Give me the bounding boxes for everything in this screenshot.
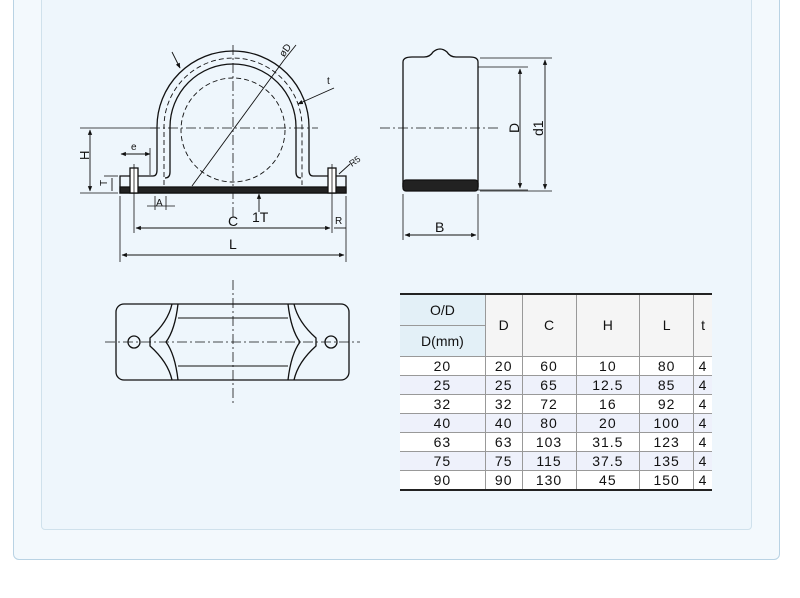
table-cell: 90 <box>400 469 486 490</box>
table-cell: 20 <box>400 355 486 375</box>
table-cell: 150 <box>639 469 694 490</box>
table-cell: 4 <box>693 431 712 451</box>
table-cell: 100 <box>639 412 694 432</box>
table-cell: 80 <box>639 355 694 375</box>
col-header-l: L <box>639 294 694 356</box>
table-cell: 123 <box>639 431 694 451</box>
table-cell: 10 <box>575 355 640 375</box>
header-od: O/D <box>400 294 486 326</box>
table-cell: 4 <box>693 355 712 375</box>
dim-label-od: øD <box>277 42 294 59</box>
table-cell: 20 <box>575 412 640 432</box>
dim-label-d1: d1 <box>530 120 546 136</box>
table-cell: 32 <box>400 393 486 413</box>
table-cell: 130 <box>521 469 577 490</box>
dim-label-c: C <box>228 213 238 229</box>
col-header-d: D <box>484 294 523 356</box>
table-cell: 92 <box>639 393 694 413</box>
col-header-h: H <box>575 294 640 356</box>
top-view <box>105 280 360 404</box>
dim-label-r5: R5 <box>347 154 362 169</box>
table-cell: 16 <box>575 393 640 413</box>
dim-label-l: L <box>229 236 237 252</box>
table-cell: 25 <box>484 374 523 394</box>
table-cell: 40 <box>484 412 523 432</box>
table-cell: 135 <box>639 450 694 470</box>
table-cell: 45 <box>575 469 640 490</box>
table-cell: 63 <box>484 431 523 451</box>
table-cell: 65 <box>521 374 577 394</box>
table-cell: 40 <box>400 412 486 432</box>
col-header-c: C <box>521 294 577 356</box>
table-cell: 32 <box>484 393 523 413</box>
front-view-labels: H T e A C 1T R L øD t R5 <box>77 42 362 252</box>
table-cell: 20 <box>484 355 523 375</box>
table-cell: 103 <box>521 431 577 451</box>
table-cell: 37.5 <box>575 450 640 470</box>
table-cell: 4 <box>693 469 712 490</box>
dim-label-h: H <box>77 151 92 160</box>
table-cell: 60 <box>521 355 577 375</box>
dim-label-a: A <box>156 198 163 209</box>
side-view-labels: D d1 B <box>435 120 546 235</box>
table-cell: 85 <box>639 374 694 394</box>
table-cell: 90 <box>484 469 523 490</box>
table-cell: 115 <box>521 450 577 470</box>
col-header-t: t <box>693 294 712 356</box>
table-cell: 75 <box>484 450 523 470</box>
front-view <box>80 44 351 262</box>
table-cell: 63 <box>400 431 486 451</box>
table-cell: 4 <box>693 393 712 413</box>
side-view <box>380 48 552 240</box>
dim-label-r: R <box>335 216 342 227</box>
table-cell: 25 <box>400 374 486 394</box>
table-cell: 12.5 <box>575 374 640 394</box>
table-cell: 4 <box>693 412 712 432</box>
table-cell: 4 <box>693 374 712 394</box>
dim-label-e: e <box>131 142 137 153</box>
table-cell: 80 <box>521 412 577 432</box>
dim-label-b: B <box>435 219 444 235</box>
dim-label-d: D <box>506 123 522 133</box>
dim-label-t-lower: t <box>327 76 330 87</box>
table-cell: 75 <box>400 450 486 470</box>
dim-label-t-upper: T <box>99 180 110 186</box>
table-cell: 31.5 <box>575 431 640 451</box>
dim-label-1t: 1T <box>252 209 269 225</box>
table-cell: 4 <box>693 450 712 470</box>
header-dmm: D(mm) <box>400 325 486 356</box>
table-cell: 72 <box>521 393 577 413</box>
